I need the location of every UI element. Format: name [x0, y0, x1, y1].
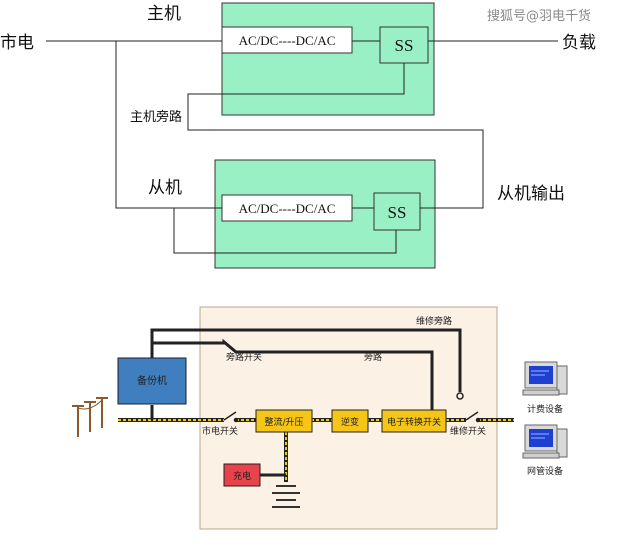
- inverter-block: [331, 409, 369, 433]
- bypass-lines: [150, 328, 462, 410]
- rectifier-text: 整流/升压: [264, 416, 303, 428]
- bottom-diagram: [72, 306, 568, 530]
- slave-converter-box: [221, 194, 353, 222]
- battery-icon: [272, 485, 300, 508]
- top-labels: 市电 主机 负载 主机旁路 从机 从机输出 AC/DC----DC/AC SS …: [0, 4, 596, 222]
- slave-output-line: [187, 63, 484, 209]
- static-switch-block: [381, 409, 447, 433]
- rectifier-block: [255, 409, 313, 433]
- label-slave-output: 从机输出: [497, 184, 565, 203]
- slave-ss-text: SS: [388, 203, 407, 222]
- bottom-labels: 备份机 旁路开关 旁路 维修旁路 市电开关 整流/升压 逆变 电子转换开关 维修…: [137, 315, 563, 482]
- mains-switch-label: 市电开关: [202, 425, 238, 437]
- label-mains: 市电: [0, 33, 34, 52]
- maintenance-bypass-switch: [456, 392, 464, 400]
- backup-unit-block: [117, 357, 187, 405]
- label-master: 主机: [147, 4, 181, 23]
- label-load: 负载: [562, 33, 596, 52]
- top-diagram: [46, 2, 558, 269]
- watermark: 搜狐号@羽电千货: [487, 8, 591, 24]
- inverter-text: 逆变: [341, 416, 359, 428]
- label-slave: 从机: [148, 178, 182, 197]
- master-converter-box: [221, 26, 353, 54]
- mains-switch: [223, 411, 239, 423]
- network-device-label: 网管设备: [527, 465, 563, 477]
- bypass-switch-label: 旁路开关: [226, 351, 262, 363]
- static-switch-text: 电子转换开关: [387, 416, 441, 428]
- billing-computer-icon: [522, 361, 568, 396]
- master-ss-text: SS: [395, 36, 414, 55]
- bypass-label: 旁路: [364, 351, 382, 363]
- billing-device-label: 计费设备: [527, 403, 563, 415]
- network-computer-icon: [522, 424, 568, 459]
- utility-pole-icon: [72, 397, 108, 437]
- maintenance-switch-label: 维修开关: [450, 425, 486, 437]
- mains-drop-line: [115, 41, 222, 209]
- label-master-bypass: 主机旁路: [130, 109, 182, 125]
- maintenance-bypass-label: 维修旁路: [416, 315, 452, 327]
- backup-unit-text: 备份机: [137, 374, 167, 387]
- slave-converter-text: AC/DC----DC/AC: [239, 201, 336, 216]
- maintenance-switch: [465, 411, 481, 423]
- master-converter-text: AC/DC----DC/AC: [239, 33, 336, 48]
- slave-bypass-line: [173, 208, 397, 254]
- charger-text: 充电: [233, 470, 251, 482]
- maintenance-bypass-line: [150, 328, 462, 392]
- slave-ss-box: [373, 192, 421, 231]
